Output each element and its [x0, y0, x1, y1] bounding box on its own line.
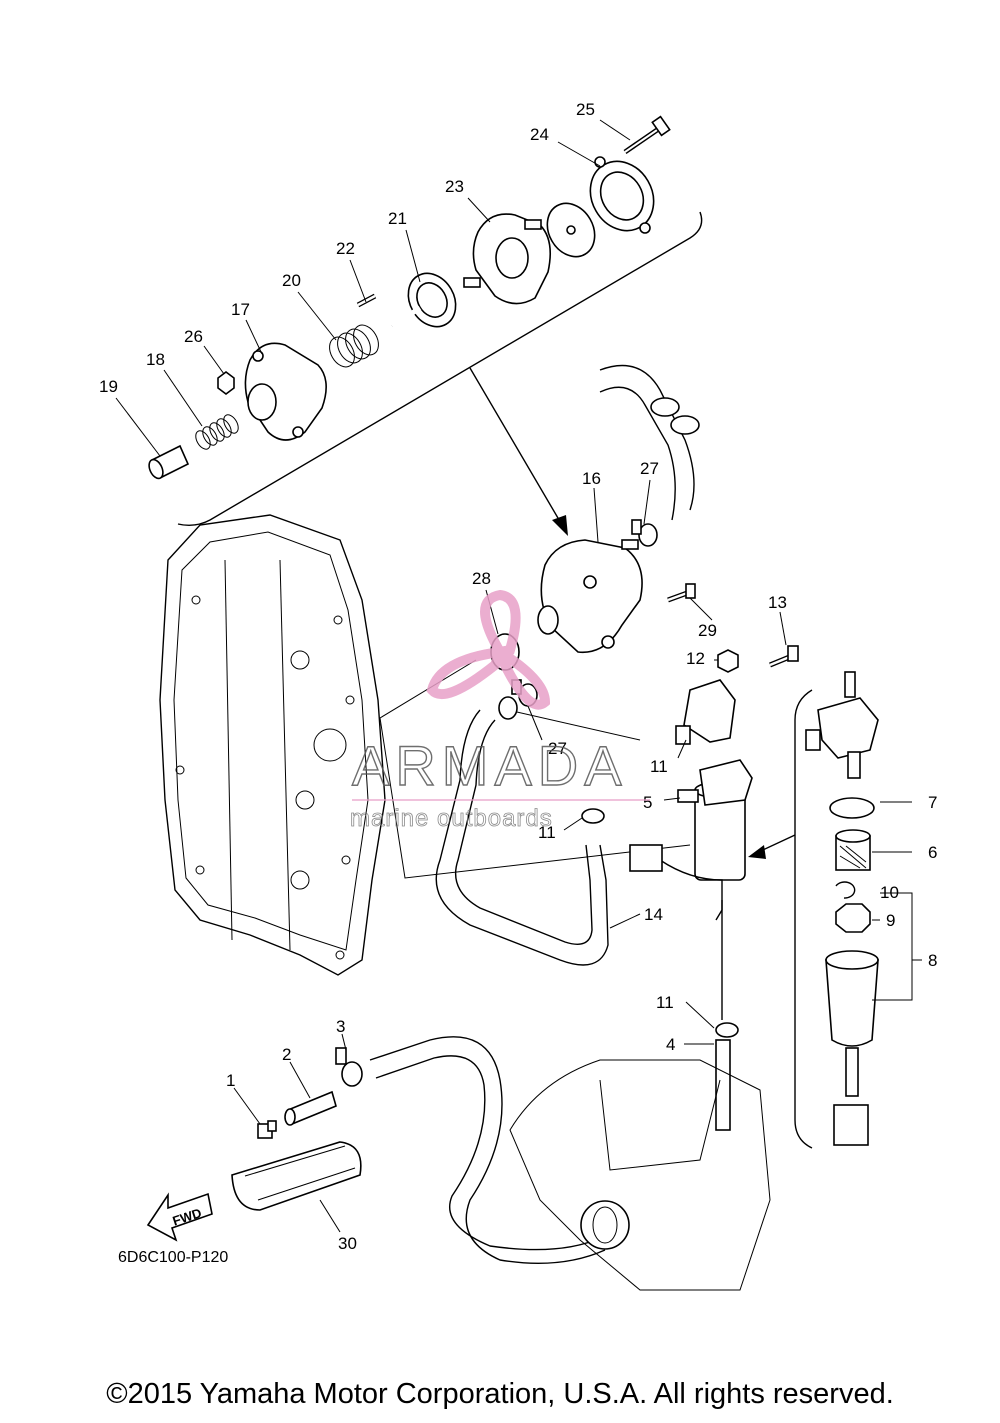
callout-28: 28 — [472, 569, 491, 588]
callout-29: 29 — [698, 621, 717, 640]
callout-3: 3 — [336, 1017, 345, 1036]
callout-5: 5 — [643, 793, 652, 812]
part-29-bolt — [667, 583, 696, 603]
part-12-bracket — [683, 679, 736, 743]
copyright-notice: ©2015 Yamaha Motor Corporation, U.S.A. A… — [106, 1378, 894, 1410]
leader-lines — [115, 119, 912, 1233]
callout-21: 21 — [388, 209, 407, 228]
diagram-code: 6D6C100-P120 — [118, 1249, 228, 1266]
lower-engine — [509, 1059, 771, 1291]
part-3-clip — [335, 1047, 363, 1087]
part-11-clip-lower — [715, 1022, 739, 1038]
callout-14: 13 — [768, 593, 787, 612]
part-26-nut — [217, 371, 235, 395]
callout-26: 26 — [184, 327, 203, 346]
part-4-tube — [715, 1039, 731, 1131]
part-10-circlip — [835, 881, 856, 899]
filter-detail-inset — [748, 671, 922, 1149]
connector — [629, 844, 663, 872]
callout-4: 4 — [666, 1035, 675, 1054]
part-14-bolt — [769, 645, 799, 668]
part-16-fuel-pump — [537, 539, 643, 654]
part-25-bolt — [623, 115, 671, 155]
part-19-cap — [148, 444, 190, 480]
part-5-fuel-filter — [677, 759, 753, 881]
propeller-logo-icon — [426, 589, 551, 710]
callout-16: 16 — [582, 469, 601, 488]
part-23-pump-housing — [463, 213, 551, 305]
callout-2: 2 — [282, 1045, 291, 1064]
callout-7: 7 — [928, 793, 937, 812]
callout-8: 8 — [928, 951, 937, 970]
callout-15: 14 — [644, 905, 663, 924]
callout-9: 9 — [886, 911, 895, 930]
part-6-strainer — [835, 829, 871, 871]
part-30-cover — [231, 1141, 362, 1211]
callout-10: 10 — [880, 883, 899, 902]
part-18-spring — [195, 414, 239, 450]
part-1-plug — [257, 1120, 277, 1139]
callout-18: 18 — [146, 350, 165, 369]
part-13-nut — [717, 649, 739, 673]
watermark-tagline: marine outboards — [350, 805, 553, 832]
part-17-pump-body — [244, 342, 327, 441]
callout-1: 1 — [226, 1071, 235, 1090]
callout-30: 30 — [338, 1234, 357, 1253]
callout-22: 22 — [336, 239, 355, 258]
part-8-filter-cup — [825, 950, 879, 1146]
callout-19: 19 — [99, 377, 118, 396]
callout-11-upper: 11 — [538, 823, 556, 842]
fuel-pump-exploded-view — [148, 115, 703, 536]
cylinder-block — [159, 514, 386, 976]
callout-17: 17 — [231, 300, 250, 319]
part-24-cover — [589, 156, 655, 234]
callout-25: 25 — [576, 100, 595, 119]
callout-20: 20 — [282, 271, 301, 290]
part-21-plunger — [390, 272, 457, 329]
part-20-spring — [329, 324, 379, 368]
part-11-clip-upper — [581, 808, 605, 824]
part-27-clip-upper — [631, 519, 658, 547]
callout-12: 11 — [650, 757, 668, 776]
callout-24: 24 — [530, 125, 549, 144]
callout-27-upper: 27 — [640, 459, 659, 478]
callout-11-lower: 11 — [656, 993, 674, 1012]
callout-27-lower: 27 — [548, 739, 567, 758]
fwd-arrow-icon: FWD — [146, 1192, 213, 1242]
watermark-brand: ARMADA — [352, 734, 628, 797]
callout-6: 6 — [928, 843, 937, 862]
part-7-o-ring — [829, 797, 875, 819]
part-15-hose — [435, 696, 609, 966]
part-2-joint — [284, 1090, 337, 1126]
callout-labels: 25 24 23 21 22 20 17 26 18 19 16 27 28 2… — [99, 100, 937, 1253]
callout-13: 12 — [686, 649, 705, 668]
part-9-nut — [835, 903, 871, 933]
callout-23: 23 — [445, 177, 464, 196]
armada-watermark: ARMADA marine outboards — [350, 589, 650, 832]
